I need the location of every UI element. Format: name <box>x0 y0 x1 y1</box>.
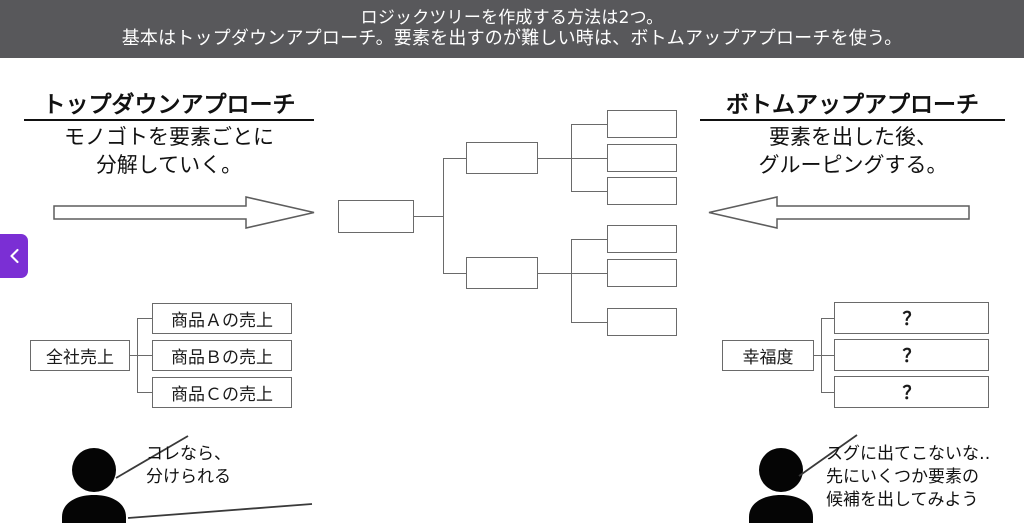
tree-connector <box>571 158 608 160</box>
person-icon <box>749 448 813 523</box>
tree-connector <box>414 216 444 218</box>
tree-connector <box>443 158 467 160</box>
tree-leaf-box[interactable] <box>607 110 677 138</box>
top-down-approach-title: トップダウンアプローチ <box>24 92 314 122</box>
tree-leaf-box[interactable] <box>607 144 677 172</box>
tree-branch-box[interactable] <box>466 142 538 174</box>
speech-text-right-line1: スグに出てこないな‥ <box>826 444 991 464</box>
tree-leaf-box[interactable] <box>607 308 677 336</box>
example-left-root-box[interactable]: 全社売上 <box>30 340 130 371</box>
top-down-direction-arrow <box>53 196 315 229</box>
top-down-approach-subtitle-line2: 分解していく。 <box>95 153 243 177</box>
header-line-2: 基本はトップダウンアプローチ。要素を出すのが難しい時は、ボトムアップアプローチを… <box>121 28 903 50</box>
example-left-connector <box>130 355 154 357</box>
speech-pointer-lines-right <box>798 434 858 477</box>
speech-text-left-line1: コレなら、 <box>146 444 231 464</box>
tree-connector <box>538 273 572 275</box>
example-left-child-box[interactable]: 商品Ｂの売上 <box>152 340 292 371</box>
tree-connector <box>571 273 608 275</box>
header-banner: ロジックツリーを作成する方法は2つ。 基本はトップダウンアプローチ。要素を出すの… <box>0 0 1024 58</box>
example-right-connector <box>821 318 837 320</box>
speech-text-left-line2: 分けられる <box>146 467 231 487</box>
example-right-child-box[interactable]: ？ <box>834 302 989 334</box>
tree-connector <box>571 191 608 193</box>
tree-connector <box>443 158 445 274</box>
example-left-connector <box>137 392 154 394</box>
example-right-child-box[interactable]: ？ <box>834 376 989 408</box>
speech-text-right-line2: 先にいくつか要素の <box>826 467 979 487</box>
tree-connector <box>538 158 572 160</box>
example-right-root-box[interactable]: 幸福度 <box>722 340 814 371</box>
chevron-left-icon <box>8 247 21 265</box>
example-left-connector <box>137 318 154 320</box>
tree-leaf-box[interactable] <box>607 177 677 205</box>
speech-text-right-line3: 候補を出してみよう <box>826 490 979 510</box>
tree-leaf-box[interactable] <box>607 225 677 253</box>
tree-connector <box>571 322 608 324</box>
bottom-up-approach-subtitle-line1: 要素を出した後、 <box>769 125 937 149</box>
example-left-child-box[interactable]: 商品Ａの売上 <box>152 303 292 334</box>
example-right-child-box[interactable]: ？ <box>834 339 989 371</box>
top-down-approach-subtitle-line1: モノゴトを要素ごとに <box>64 125 274 149</box>
tree-branch-box[interactable] <box>466 257 538 289</box>
tree-root-box[interactable] <box>338 200 414 233</box>
tree-connector <box>571 239 573 323</box>
example-right-connector <box>821 392 837 394</box>
speech-pointer-lines-left <box>115 435 313 519</box>
collapse-sidebar-tab[interactable] <box>0 234 28 278</box>
tree-connector <box>443 273 467 275</box>
person-icon <box>62 448 126 523</box>
tree-connector <box>571 239 608 241</box>
bottom-up-direction-arrow <box>708 196 970 229</box>
bottom-up-approach-title: ボトムアップアプローチ <box>700 92 1005 122</box>
bottom-up-approach-subtitle-line2: グルーピングする。 <box>758 153 948 177</box>
tree-connector <box>571 124 608 126</box>
example-right-connector <box>821 318 823 393</box>
example-right-connector <box>814 355 836 357</box>
example-left-connector <box>137 318 139 393</box>
header-line-1: ロジックツリーを作成する方法は2つ。 <box>360 8 664 29</box>
example-left-child-box[interactable]: 商品Ｃの売上 <box>152 377 292 408</box>
tree-leaf-box[interactable] <box>607 259 677 287</box>
